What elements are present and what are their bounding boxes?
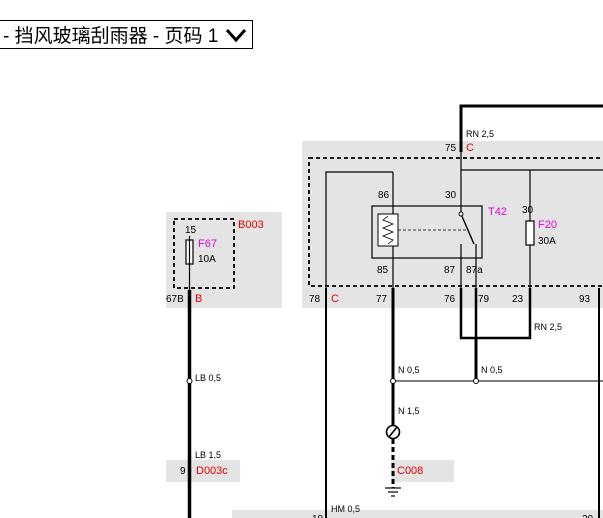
relay-contact-top <box>458 211 464 217</box>
relay-pin-86: 86 <box>378 190 390 201</box>
b003-id: B003 <box>238 219 264 231</box>
n-right-label: N 0,5 <box>481 365 503 375</box>
relay-switch-arm <box>460 213 475 245</box>
f20-rating: 30A <box>538 236 556 247</box>
pin-23: 23 <box>512 294 524 305</box>
f67-rating: 10A <box>198 254 216 265</box>
rn-output-wire <box>476 288 532 340</box>
n-junction-right <box>473 378 479 384</box>
relay-pin-30: 30 <box>445 190 457 201</box>
n-left-label: N 0,5 <box>398 365 420 375</box>
splice-slash <box>388 426 398 438</box>
relay-pin-85: 85 <box>377 265 389 276</box>
ground-id: C008 <box>397 465 423 477</box>
c-top-id: C <box>466 142 474 154</box>
relay-t42-name: T42 <box>488 206 507 218</box>
pin-93: 93 <box>579 294 591 305</box>
relay-left-bus <box>325 171 393 288</box>
bottom-pin-20: 20 <box>582 514 594 518</box>
d003c-connector-area <box>166 460 240 482</box>
rn-top-label: RN 2,5 <box>466 129 494 139</box>
relay-coil-zigzag <box>381 215 395 245</box>
fuse-box-b003-area <box>166 212 282 308</box>
bottom-pin-19: 19 <box>312 514 324 518</box>
d003c-pin: 9 <box>180 466 186 477</box>
bottom-module-area <box>232 510 603 518</box>
wire-76-79-loop <box>459 288 478 340</box>
pin-76: 76 <box>444 294 456 305</box>
chevron-down-icon <box>226 28 247 42</box>
relay-pin-87: 87 <box>444 265 456 276</box>
page-selector-dropdown[interactable]: - 挡风玻璃刮雨器 - 页码 1 <box>0 20 254 49</box>
b003-dashed-border <box>173 218 235 289</box>
b-connector-pin: 67B <box>166 294 184 305</box>
pin-77: 77 <box>376 294 388 305</box>
pin-79: 79 <box>478 294 490 305</box>
c-top-pin: 75 <box>445 143 457 154</box>
lb-junction-dot <box>186 378 193 384</box>
f67-pin: 15 <box>185 225 197 236</box>
f67-name: F67 <box>198 238 217 250</box>
n-junction-left <box>390 378 396 384</box>
ground-icon <box>385 487 401 497</box>
pin-78-id: C <box>331 293 339 305</box>
pin-78: 78 <box>309 294 321 305</box>
d003c-id: D003c <box>196 465 228 477</box>
c008-ground-area <box>392 460 454 482</box>
b-connector-id: B <box>195 293 202 305</box>
lb-lower-label: LB 1,5 <box>195 450 221 460</box>
rn-bottom-label: RN 2,5 <box>534 322 562 332</box>
f20-name: F20 <box>538 219 557 231</box>
rn-supply-wire <box>459 104 603 152</box>
n-ground-label: N 1,5 <box>398 406 420 416</box>
lb-upper-label: LB 0,5 <box>195 373 221 383</box>
f20-fuse-symbol <box>525 220 535 246</box>
relay-pin-87a: 87a <box>466 265 483 276</box>
f20-pin: 30 <box>522 205 534 216</box>
hm-label: HM 0,5 <box>331 504 360 514</box>
page-title: - 挡风玻璃刮雨器 - 页码 1 <box>3 26 219 47</box>
